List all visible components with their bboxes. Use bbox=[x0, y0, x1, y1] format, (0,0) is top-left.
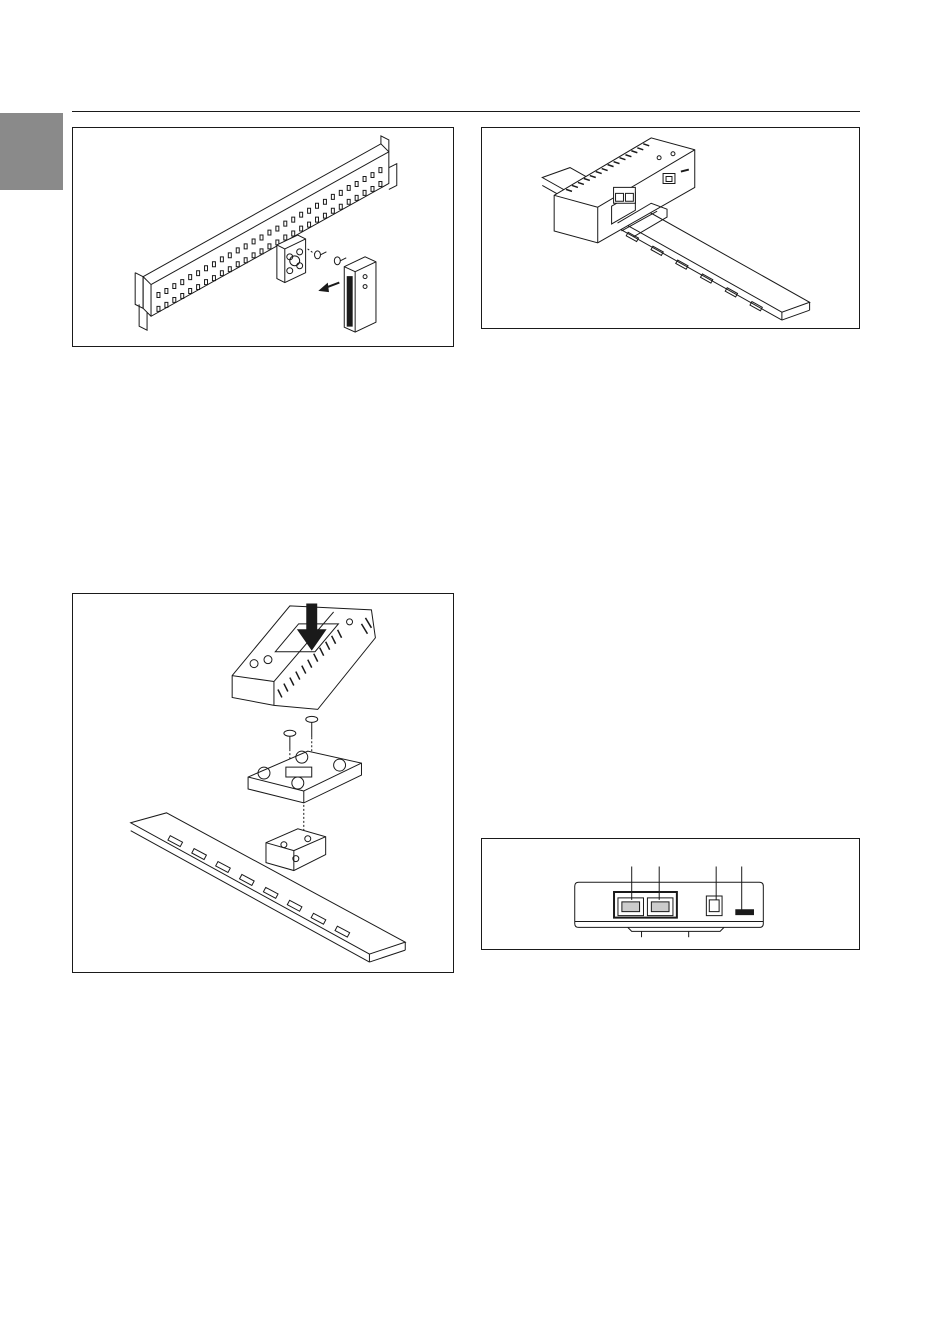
din-clip-exploded-illustration bbox=[73, 594, 453, 972]
header-rule bbox=[72, 111, 860, 112]
figure-din-clip-exploded bbox=[72, 593, 454, 973]
section-tab bbox=[0, 113, 63, 190]
din-rail-device-illustration bbox=[482, 128, 859, 328]
figure-device-front-ports bbox=[481, 838, 860, 950]
rack-rail-illustration bbox=[73, 128, 453, 346]
figure-device-on-din-rail bbox=[481, 127, 860, 329]
front-ports-illustration bbox=[482, 839, 859, 949]
figure-rack-rail-mounting bbox=[72, 127, 454, 347]
